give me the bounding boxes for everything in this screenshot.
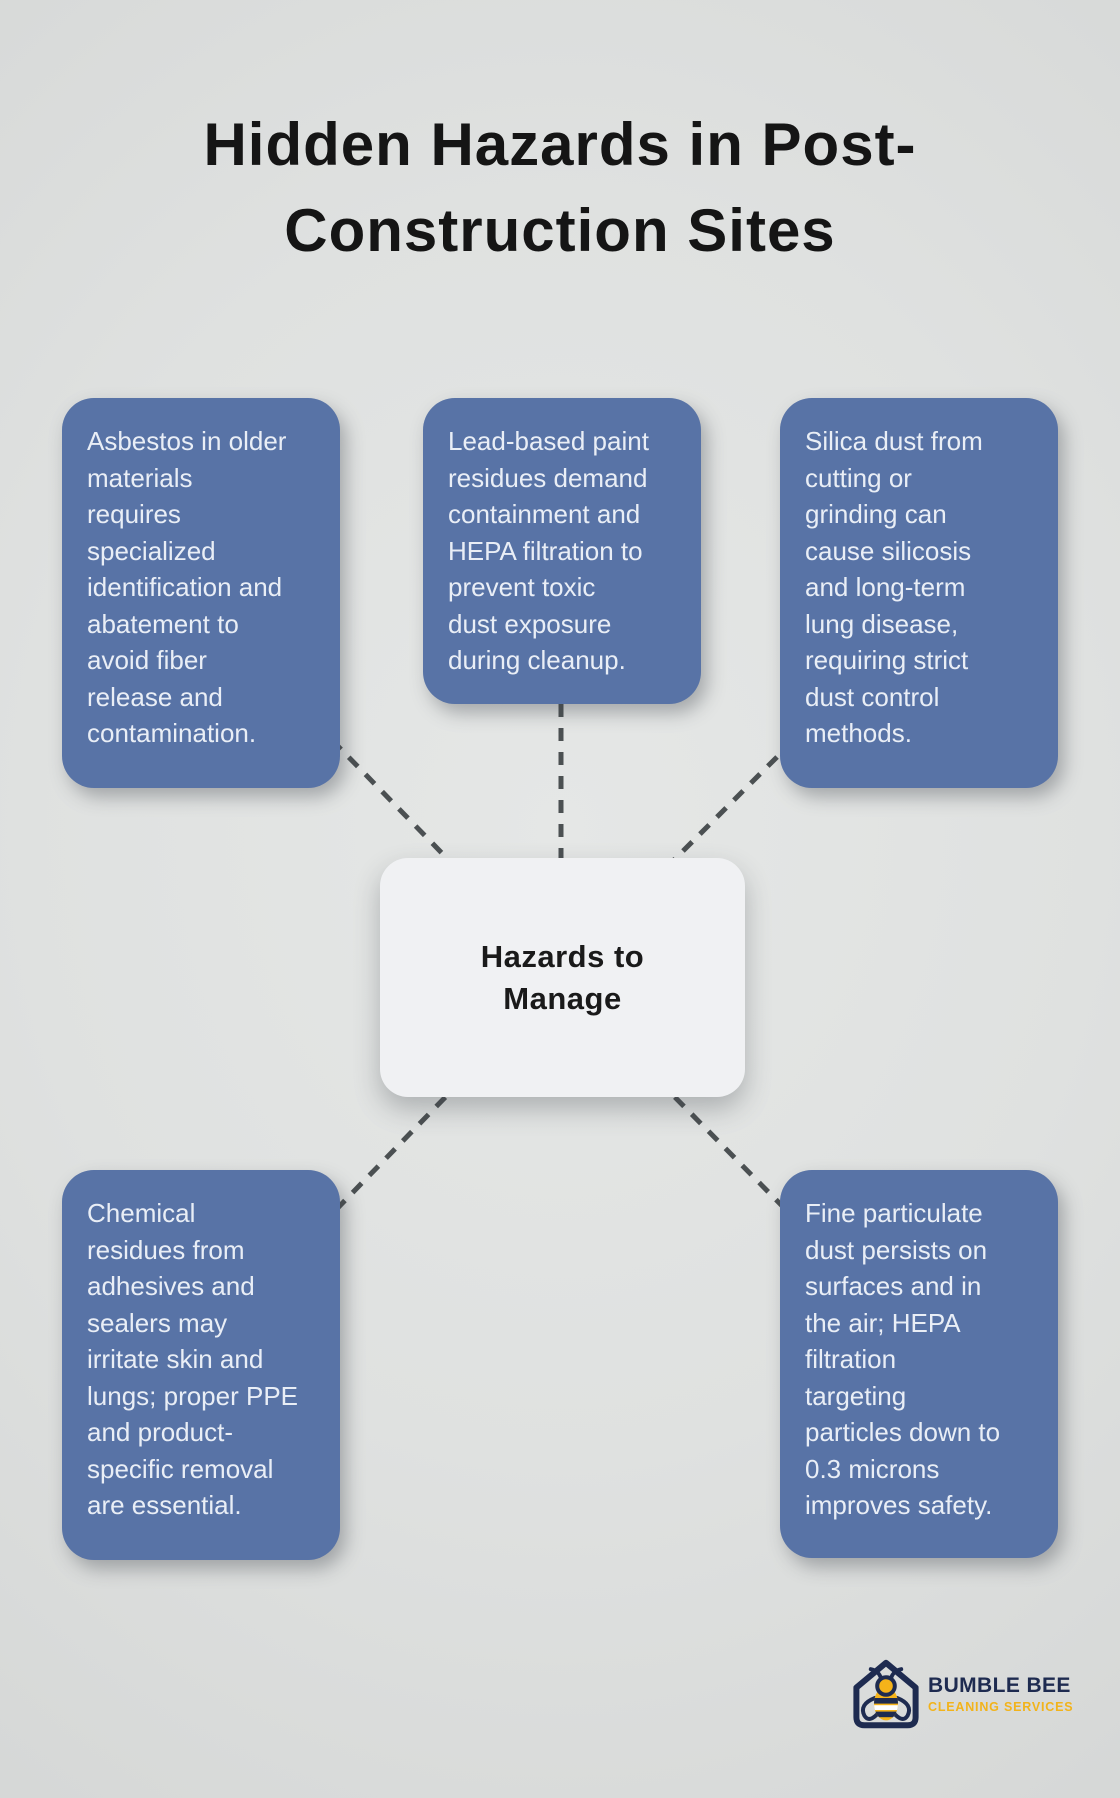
brand-name: BUMBLE BEE (928, 1674, 1071, 1697)
hazard-box-chemical-residues: Chemical residues from adhesives and sea… (62, 1170, 340, 1560)
center-node: Hazards to Manage (380, 858, 745, 1097)
connector-asbestos-center (330, 738, 472, 884)
hazard-text-fine-particulate: Fine particulate dust persists on surfac… (805, 1198, 1001, 1520)
hazard-text-chemical-residues: Chemical residues from adhesives and sea… (87, 1198, 299, 1520)
brand-tagline: CLEANING SERVICES (928, 1700, 1074, 1714)
hazard-text-asbestos: Asbestos in older materials requires spe… (87, 426, 287, 748)
page-title: Hidden Hazards in Post- Construction Sit… (203, 111, 917, 264)
connector-silica-center (650, 738, 796, 884)
connector-center-fine (656, 1078, 798, 1222)
hazard-text-silica-dust: Silica dust from cutting or grinding can… (805, 426, 983, 748)
center-node-label: Hazards to Manage (480, 938, 645, 1016)
hazard-box-lead-paint: Lead-based paint residues demand contain… (423, 398, 701, 704)
brand-logo-text: BUMBLE BEE CLEANING SERVICES (928, 1674, 1073, 1714)
hazard-box-fine-particulate: Fine particulate dust persists on surfac… (780, 1170, 1058, 1558)
hazard-text-lead-paint: Lead-based paint residues demand contain… (448, 426, 649, 675)
hazard-box-silica-dust: Silica dust from cutting or grinding can… (780, 398, 1058, 788)
connector-center-chemical (324, 1078, 464, 1222)
hazard-box-asbestos: Asbestos in older materials requires spe… (62, 398, 340, 788)
brand-logo: BUMBLE BEE CLEANING SERVICES (846, 1654, 1073, 1734)
bee-house-icon (853, 1659, 919, 1729)
